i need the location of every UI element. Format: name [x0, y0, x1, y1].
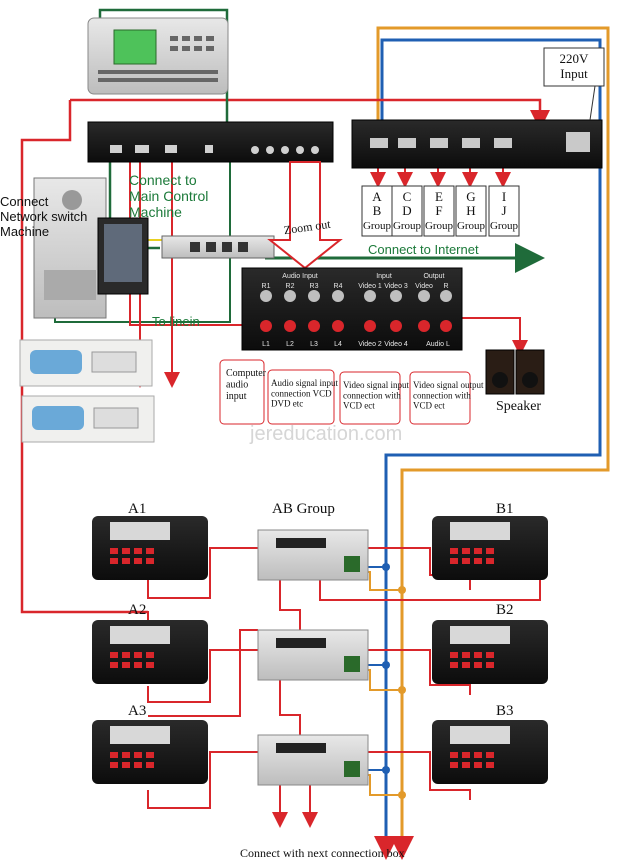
- group-box: [423, 185, 455, 237]
- bottom-label: Connect with next connection box: [240, 846, 405, 860]
- unit-label-a1: A1: [128, 501, 146, 517]
- group-label-top: A: [372, 189, 382, 204]
- ab-boxes: [257, 529, 369, 786]
- panel-bottom-label: Audio L: [426, 341, 450, 348]
- panel-top-label: Video 3: [384, 283, 408, 290]
- panel-bottom-label: L3: [310, 341, 318, 348]
- group-label-top: E: [435, 189, 443, 204]
- ab-group-title: AB Group: [272, 501, 335, 517]
- panel-audio-input-label: Audio Input: [282, 273, 317, 280]
- red-linein: [129, 160, 298, 333]
- to-linein-label: To linein: [152, 314, 200, 329]
- panel-top-label: R1: [262, 283, 271, 290]
- connect-internet-label: Connect to Internet: [368, 242, 479, 257]
- unit-a1: [92, 516, 208, 580]
- unit-label-a2: A2: [128, 602, 146, 618]
- orange-trunk: [376, 26, 610, 845]
- group-label-suffix: Group: [457, 220, 486, 232]
- red-bus-top: [70, 98, 550, 130]
- group-label-suffix: Group: [363, 220, 392, 232]
- group-box: [488, 185, 520, 237]
- unit-b1: [432, 516, 548, 580]
- panel-top-label: R3: [310, 283, 319, 290]
- group-label-bottom: H: [466, 203, 475, 218]
- unit-b3: [432, 720, 548, 784]
- group-label-bottom: D: [402, 203, 411, 218]
- panel-top-label: R: [443, 283, 448, 290]
- main-rack: [87, 121, 334, 163]
- monitor: [97, 217, 149, 295]
- unit-a2: [92, 620, 208, 684]
- computer-tower: [33, 177, 107, 319]
- group-rack: [351, 119, 603, 169]
- unit-label-b1: B1: [496, 501, 514, 517]
- panel-output-label: Output: [423, 273, 444, 280]
- group-labels: AB Group CD Group EF Group GH Group IJ Group: [361, 185, 520, 237]
- group-label-top: I: [502, 189, 506, 204]
- panel-bottom-label: L2: [286, 341, 294, 348]
- speaker-label: Speaker: [496, 399, 541, 414]
- panel-top-label: Video 1: [358, 283, 382, 290]
- panel-top-label: R2: [286, 283, 295, 290]
- student-units: [92, 516, 548, 784]
- network-switch: [161, 235, 275, 259]
- panel-bottom-label: L1: [262, 341, 270, 348]
- watermark: jereducation.com: [249, 423, 402, 445]
- panel-bottom-label: L4: [334, 341, 342, 348]
- wall-panel-2: [21, 395, 155, 443]
- group-label-bottom: F: [435, 203, 442, 218]
- control-keyboard: [87, 17, 229, 95]
- blue-trunk: [380, 38, 602, 845]
- group-label-top: C: [403, 189, 412, 204]
- panel-top-label: R4: [334, 283, 343, 290]
- unit-label-a3: A3: [128, 703, 146, 719]
- zoom-out-label: Zoom out: [283, 217, 332, 237]
- unit-label-b2: B2: [496, 602, 514, 618]
- speaker: [485, 349, 545, 395]
- av-panel: [241, 267, 463, 351]
- panel-bottom-label: Video 2: [358, 341, 382, 348]
- unit-b2: [432, 620, 548, 684]
- group-label-top: G: [466, 189, 475, 204]
- ab-box-3: [257, 734, 369, 786]
- unit-a3: [92, 720, 208, 784]
- group-box: [391, 185, 423, 237]
- zoom-arrow: [267, 161, 343, 270]
- ab-box-2: [257, 629, 369, 681]
- group-label-bottom: B: [373, 203, 382, 218]
- group-label-suffix: Group: [490, 220, 519, 232]
- junction-dots: [382, 563, 406, 799]
- speaker-line: [446, 317, 528, 356]
- panel-top-label: Video: [415, 283, 433, 290]
- panel-input-label: Input: [376, 273, 392, 280]
- group-label-suffix: Group: [425, 220, 454, 232]
- group-label-bottom: J: [501, 203, 506, 218]
- unit-label-b3: B3: [496, 703, 514, 719]
- group-box: [455, 185, 487, 237]
- ab-box-1: [257, 529, 369, 581]
- group-label-suffix: Group: [393, 220, 422, 232]
- panel-bottom-label: Video 4: [384, 341, 408, 348]
- wall-panel-1: [19, 339, 153, 387]
